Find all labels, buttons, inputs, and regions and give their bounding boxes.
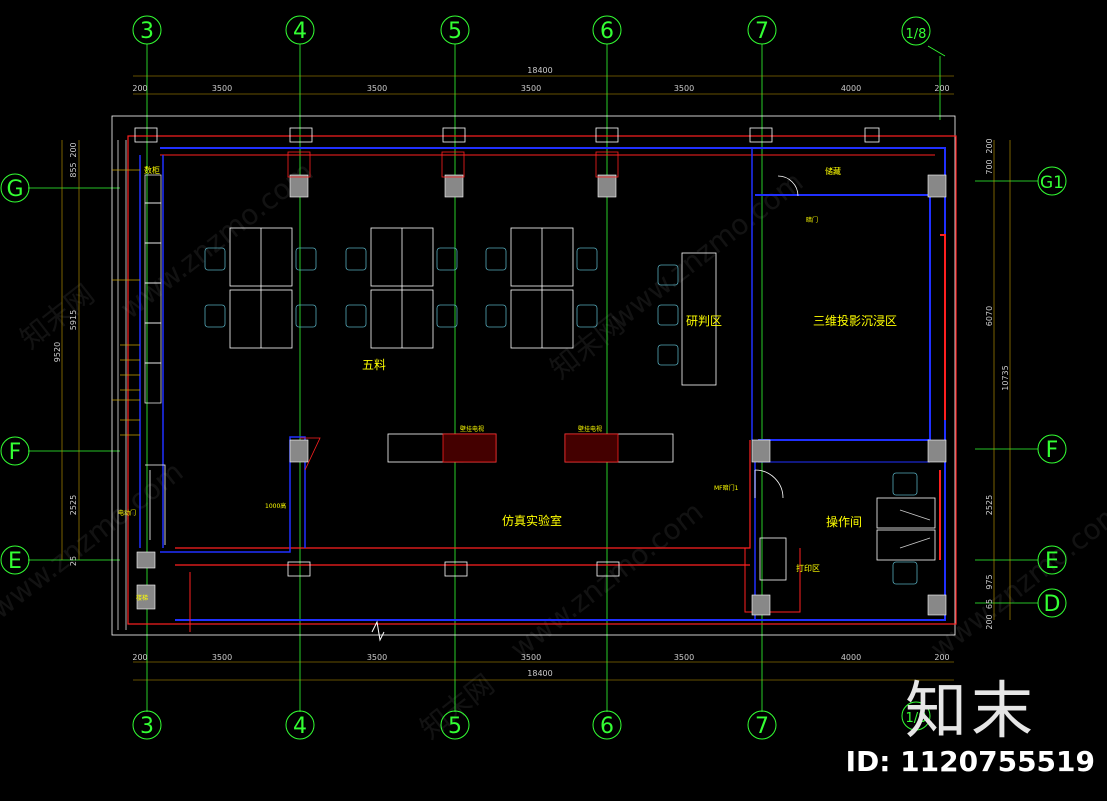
brand-logo: 知末 [904, 674, 1037, 747]
grid-row-f-right: F [1046, 438, 1059, 463]
dim-right-3: 6070 [985, 306, 994, 326]
dim-left-2: 855 [69, 162, 78, 177]
dim-bottom-6: 4000 [841, 653, 861, 662]
label-stair: 楼梯 [136, 594, 148, 602]
break-line-symbol [371, 620, 385, 642]
label-print: 打印区 [796, 563, 820, 573]
grid-row-f-left: F [9, 440, 22, 465]
label-storage: 储藏 [825, 166, 841, 176]
grid-col-4-bottom: 4 [293, 714, 307, 739]
grid-bubbles [0, 15, 1067, 740]
label-cabinet: 数柜 [144, 165, 160, 175]
grid-row-e-left: E [8, 549, 22, 574]
dim-right-7: 65 [985, 599, 994, 609]
column-outlines [134, 127, 880, 577]
dimension-lines [61, 75, 1011, 681]
grid-col-1-8-bottom: 1/8 [906, 711, 927, 726]
label-research: 研判区 [686, 314, 722, 328]
dim-left-1: 200 [69, 142, 78, 157]
room-labels: 数柜 五料 研判区 三维投影沉浸区 储藏 暗门 MF暗门1 壁挂电视 壁挂电视 … [118, 165, 897, 602]
grid-row-g-left: G [6, 177, 23, 202]
dim-left-4: 9520 [53, 342, 62, 362]
dim-bottom-5: 3500 [674, 653, 694, 662]
grid-col-3-top: 3 [140, 19, 154, 44]
desk-clusters [229, 227, 717, 386]
grid-col-4-top: 4 [293, 19, 307, 44]
label-wall-note: 1000高 [265, 502, 286, 510]
grid-col-6-top: 6 [600, 19, 614, 44]
watermark-text-8: www.znzmo.com [924, 495, 1107, 666]
left-cabinets [112, 169, 162, 436]
grid-col-3-bottom: 3 [140, 714, 154, 739]
grid-bubble-labels: 3 4 5 6 7 1/8 3 4 5 6 7 1/8 G F E G1 F E… [6, 19, 1064, 739]
grid-col-6-bottom: 6 [600, 714, 614, 739]
dim-right-2: 200 [985, 138, 994, 153]
watermark-text-7: www.znzmo.com [0, 455, 189, 626]
dim-top-6: 4000 [841, 84, 861, 93]
dim-bottom-2: 3500 [212, 653, 232, 662]
operation-furniture [759, 497, 936, 581]
grid-row-d-right: D [1044, 592, 1061, 617]
label-sim-lab: 仿真实验室 [502, 513, 562, 528]
dim-right-1: 700 [985, 159, 994, 174]
dim-top-total: 18400 [527, 66, 552, 75]
dim-right-8: 200 [985, 614, 994, 629]
building-walls [111, 115, 957, 636]
grid-col-7-bottom: 7 [755, 714, 769, 739]
dim-left-5: 2525 [69, 495, 78, 515]
image-id-text: ID: 1120755519 [845, 745, 1095, 778]
label-tv-2: 壁挂电视 [578, 425, 602, 433]
dim-right-6: 975 [985, 574, 994, 589]
dim-top-7: 200 [934, 84, 949, 93]
grid-col-1-8-top: 1/8 [906, 27, 927, 42]
dim-bottom-4: 3500 [521, 653, 541, 662]
structural-columns [136, 174, 947, 616]
tv-consoles [387, 433, 674, 463]
dim-right-4: 10735 [1001, 365, 1010, 390]
chairs [204, 247, 918, 585]
grid-col-5-bottom: 5 [448, 714, 462, 739]
grid-row-e-right: E [1045, 549, 1059, 574]
label-tv-1: 壁挂电视 [460, 425, 484, 433]
dim-top-5: 3500 [674, 84, 694, 93]
dim-top-2: 3500 [212, 84, 232, 93]
dim-top-4: 3500 [521, 84, 541, 93]
dim-bottom-7: 200 [934, 653, 949, 662]
label-hidden-door: 暗门 [806, 216, 818, 224]
dim-left-3: 5915 [69, 310, 78, 330]
grid-col-7-top: 7 [755, 19, 769, 44]
doors [145, 175, 799, 545]
dim-bottom-3: 3500 [367, 653, 387, 662]
dim-top-3: 3500 [367, 84, 387, 93]
grid-col-5-top: 5 [448, 19, 462, 44]
grid-row-g1-right: G1 [1040, 173, 1064, 193]
dim-right-5: 2525 [985, 495, 994, 515]
label-operation: 操作间 [826, 514, 862, 529]
label-immersion: 三维投影沉浸区 [813, 313, 897, 328]
dimension-texts: 18400 200 3500 3500 3500 3500 4000 200 2… [53, 66, 1010, 678]
dim-top-1: 200 [132, 84, 147, 93]
dim-left-6: 25 [69, 556, 78, 566]
dim-bottom-total: 18400 [527, 669, 552, 678]
watermark-text-4: www.znzmo.com [604, 165, 809, 336]
grid-lines [28, 44, 1038, 712]
dim-bottom-1: 200 [132, 653, 147, 662]
label-door-2: MF暗门1 [714, 484, 739, 492]
label-electric-door: 电动门 [118, 509, 136, 517]
label-wuliao: 五料 [362, 358, 386, 372]
